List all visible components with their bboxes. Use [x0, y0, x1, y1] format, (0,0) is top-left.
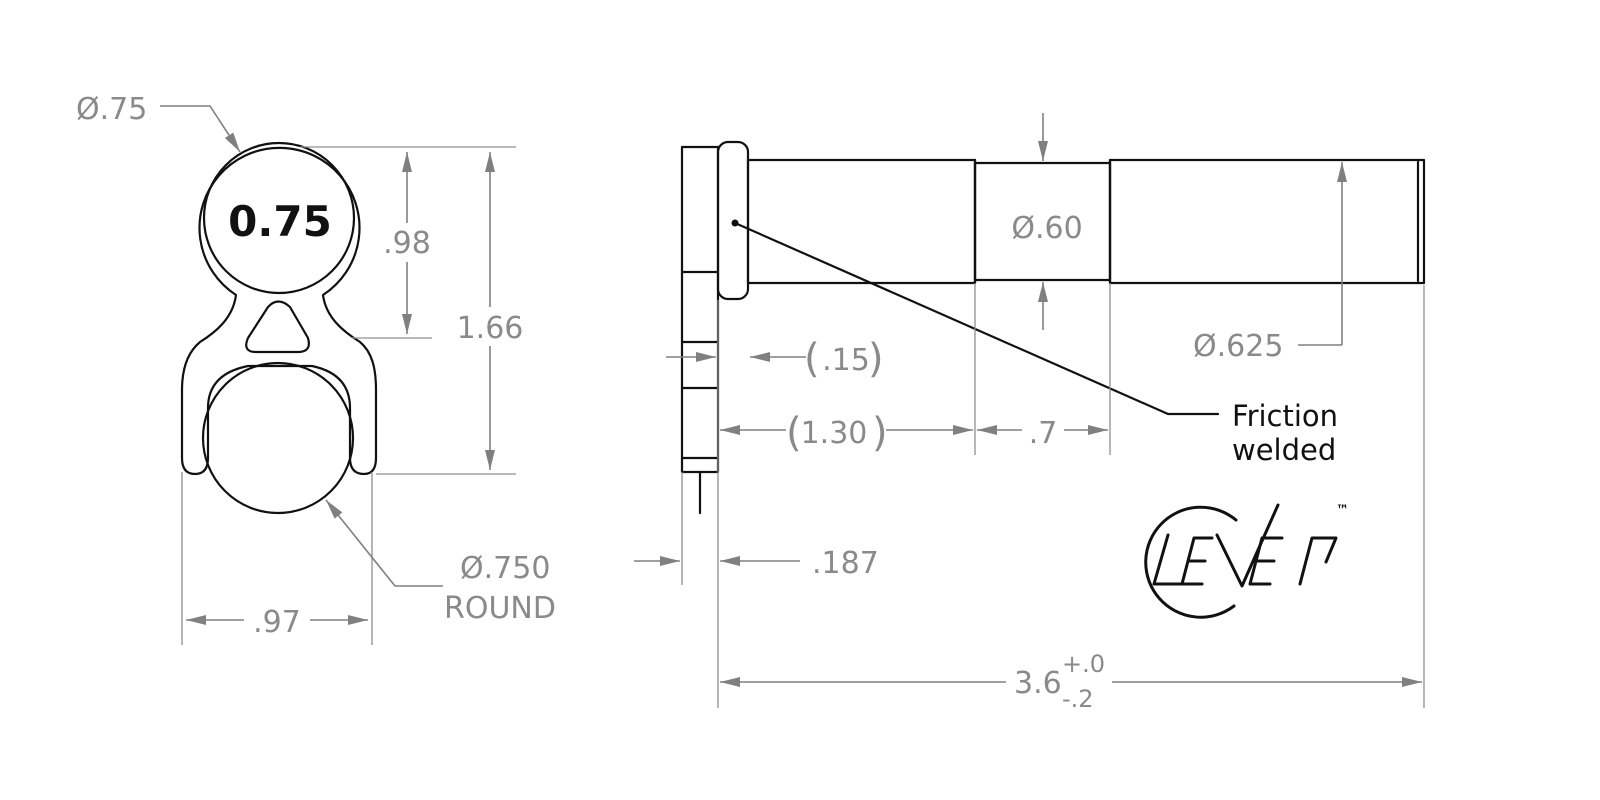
svg-text:Friction: Friction — [1232, 399, 1338, 433]
svg-text:): ) — [872, 410, 888, 456]
dim-collar-offset: ( .15 ) — [666, 336, 884, 382]
svg-text:(: ( — [786, 410, 802, 456]
svg-text:welded: welded — [1232, 433, 1336, 467]
svg-text:(: ( — [804, 336, 820, 382]
svg-text:™: ™ — [1336, 503, 1349, 518]
ball-round — [201, 361, 355, 515]
svg-text:-.2: -.2 — [1062, 685, 1094, 713]
svg-text:3.6: 3.6 — [1014, 666, 1062, 701]
front-view: 0.75 Ø.75 .98 1.66 .97 — [76, 92, 556, 645]
svg-text:1.66: 1.66 — [457, 311, 524, 346]
handle-outline — [180, 146, 378, 476]
dim-shaft-diameter: Ø.625 — [1193, 162, 1347, 364]
dim-head-diameter: Ø.75 — [76, 92, 241, 153]
dim-neck-length: .7 — [977, 283, 1111, 455]
shaft-section-1 — [746, 158, 977, 285]
svg-text:Ø.75: Ø.75 — [76, 92, 147, 127]
svg-text:Ø.625: Ø.625 — [1193, 329, 1283, 364]
svg-text:): ) — [868, 336, 884, 382]
dim-overall-height: 1.66 — [376, 146, 524, 475]
svg-text:Ø.60: Ø.60 — [1011, 211, 1082, 246]
dim-neck-diameter: Ø.60 — [1011, 113, 1083, 330]
svg-text:Ø.750: Ø.750 — [460, 551, 550, 586]
dim-width: .97 — [181, 472, 373, 645]
svg-text:ROUND: ROUND — [444, 591, 556, 626]
triangle-cutout — [245, 300, 310, 354]
dim-head-height: .98 — [300, 146, 432, 339]
svg-text:.15: .15 — [822, 343, 870, 378]
svg-text:.98: .98 — [383, 226, 431, 261]
svg-text:1.30: 1.30 — [801, 416, 868, 451]
shaft-section-2 — [1108, 158, 1426, 285]
side-plate — [680, 145, 720, 474]
friction-welded-note: Friction welded — [733, 221, 1338, 467]
svg-text:.7: .7 — [1029, 416, 1058, 451]
head-inner-ring — [202, 141, 356, 295]
dim-plate-thickness: .187 — [634, 300, 879, 708]
svg-text:.187: .187 — [812, 546, 879, 581]
stamp-text: 0.75 — [228, 197, 332, 246]
dim-first-section: ( 1.30 ) — [720, 283, 976, 456]
dim-round-diameter: Ø.750 ROUND — [325, 499, 556, 626]
clever-logo: ™ — [1144, 503, 1349, 619]
dim-overall-length: 3.6 +.0 -.2 — [720, 285, 1425, 713]
side-view: Friction welded Ø.60 Ø.625 ( .15 ) — [634, 113, 1426, 713]
svg-text:+.0: +.0 — [1062, 650, 1105, 678]
svg-text:.97: .97 — [253, 605, 301, 640]
